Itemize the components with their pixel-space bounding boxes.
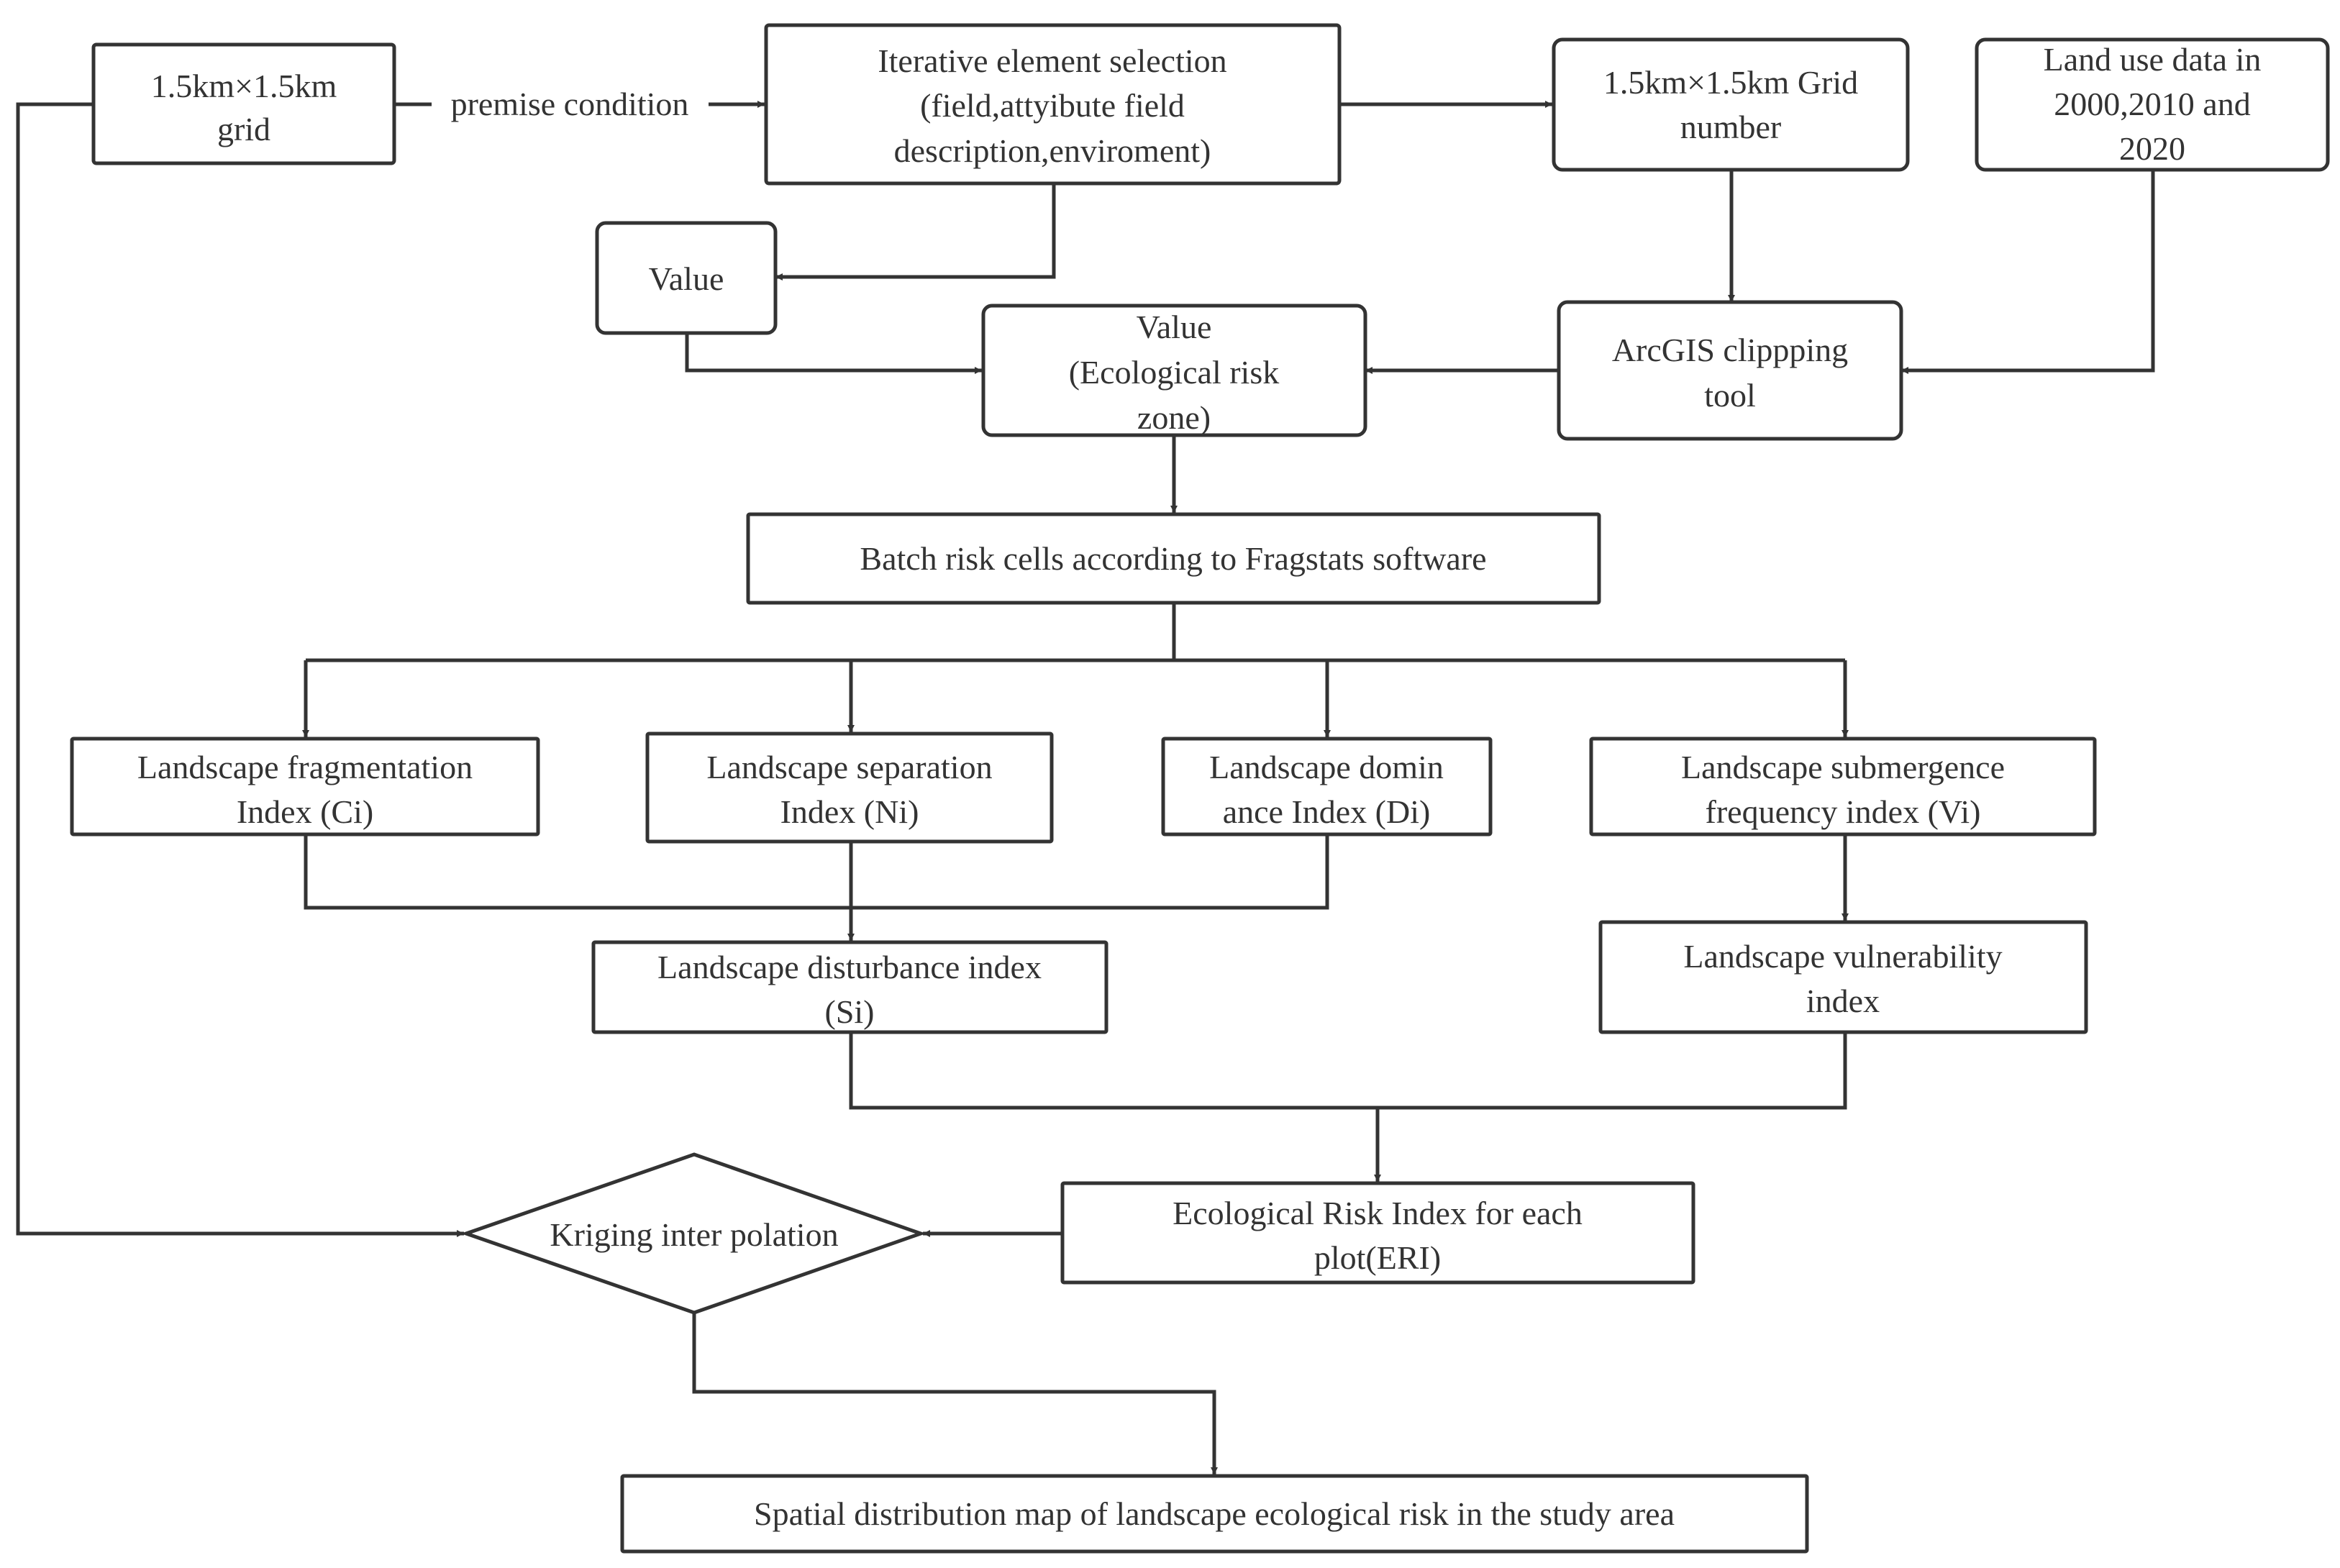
- node-iterative-selection: Iterative element selection (field,attyi…: [764, 23, 1342, 186]
- node-spatial-distribution-map: Spatial distribution map of landscape ec…: [620, 1474, 1809, 1554]
- edge-iterative-to-value: [775, 183, 1056, 281]
- edge-batch-branch-bar: [306, 603, 1845, 662]
- node-arcgis-line-1: ArcGIS clippping: [1612, 332, 1848, 368]
- node-separation-index: Landscape separation Index (Ni): [645, 731, 1054, 844]
- node-value-label: Value: [649, 260, 724, 297]
- node-iterative-line-1: Iterative element selection: [878, 42, 1226, 79]
- node-submergence-index: Landscape submergence frequency index (V…: [1589, 737, 2097, 837]
- node-disturbance-line-1: Landscape disturbance index: [657, 949, 1042, 985]
- node-disturbance-line-2: (Si): [825, 993, 875, 1030]
- node-disturbance-index: Landscape disturbance index (Si): [591, 940, 1108, 1034]
- node-vulnerability-index: Landscape vulnerability index: [1598, 920, 2088, 1034]
- node-land-use-line-1: Land use data in: [2044, 41, 2262, 78]
- node-dominance-line-2: ance Index (Di): [1223, 793, 1431, 830]
- edge-disturbance-vulnerability-merge: [849, 1032, 1847, 1110]
- node-value-ecological-risk-zone: Value (Ecological risk zone): [981, 304, 1367, 437]
- node-grid: 1.5km×1.5km grid: [91, 42, 396, 165]
- node-spatial-map-label: Spatial distribution map of landscape ec…: [754, 1495, 1675, 1532]
- node-grid-number-line-2: number: [1680, 109, 1782, 145]
- node-land-use-line-3: 2020: [2119, 130, 2185, 167]
- edge-indices-merge-bar: [304, 834, 1329, 910]
- node-eri: Ecological Risk Index for each plot(ERI): [1060, 1181, 1695, 1285]
- node-fragmentation-line-1: Landscape fragmentation: [137, 749, 473, 785]
- edge-value-to-value-zone: [685, 333, 982, 374]
- node-eri-line-1: Ecological Risk Index for each: [1173, 1195, 1583, 1231]
- node-eri-line-2: plot(ERI): [1314, 1239, 1441, 1276]
- node-iterative-line-2: (field,attyibute field: [920, 87, 1185, 124]
- node-grid-line-2: grid: [217, 111, 270, 147]
- node-dominance-index: Landscape domin ance Index (Di): [1161, 737, 1493, 837]
- node-land-use-line-2: 2000,2010 and: [2054, 86, 2250, 122]
- node-arcgis-clipping-tool: ArcGIS clippping tool: [1557, 300, 1903, 441]
- node-kriging-interpolation: Kriging inter polation: [460, 1152, 927, 1315]
- node-iterative-line-3: description,enviroment): [894, 132, 1211, 169]
- node-kriging-label: Kriging inter polation: [550, 1216, 838, 1253]
- node-grid-line-1: 1.5km×1.5km: [151, 68, 337, 104]
- premise-condition-label: premise condition: [451, 86, 689, 122]
- node-grid-number-line-1: 1.5km×1.5km Grid: [1603, 64, 1858, 101]
- connectors: [16, 101, 2155, 1474]
- node-submergence-line-2: frequency index (Vi): [1706, 793, 1981, 830]
- node-vulnerability-line-1: Landscape vulnerability: [1683, 938, 2002, 975]
- node-fragmentation-line-2: Index (Ci): [237, 793, 373, 830]
- node-value-zone-line-3: zone): [1137, 399, 1211, 436]
- node-grid-number: 1.5km×1.5km Grid number: [1552, 37, 1910, 172]
- node-value: Value: [595, 221, 778, 335]
- edge-kriging-to-map: [692, 1313, 1218, 1474]
- node-submergence-line-1: Landscape submergence: [1681, 749, 2005, 785]
- node-separation-line-1: Landscape separation: [706, 749, 992, 785]
- node-batch-risk-cells: Batch risk cells according to Fragstats …: [746, 512, 1601, 605]
- node-arcgis-line-2: tool: [1704, 377, 1756, 414]
- node-fragmentation-index: Landscape fragmentation Index (Ci): [70, 737, 540, 837]
- node-batch-label: Batch risk cells according to Fragstats …: [860, 540, 1486, 577]
- node-separation-line-2: Index (Ni): [780, 793, 919, 830]
- node-dominance-line-1: Landscape domin: [1209, 749, 1444, 785]
- edge-grid-to-kriging: [16, 102, 464, 1237]
- node-vulnerability-line-2: index: [1806, 983, 1880, 1019]
- edge-land-use-to-arcgis: [1901, 170, 2155, 374]
- node-land-use-data: Land use data in 2000,2010 and 2020: [1975, 37, 2330, 172]
- node-value-zone-line-2: (Ecological risk: [1069, 354, 1280, 391]
- node-value-zone-line-1: Value: [1137, 309, 1212, 345]
